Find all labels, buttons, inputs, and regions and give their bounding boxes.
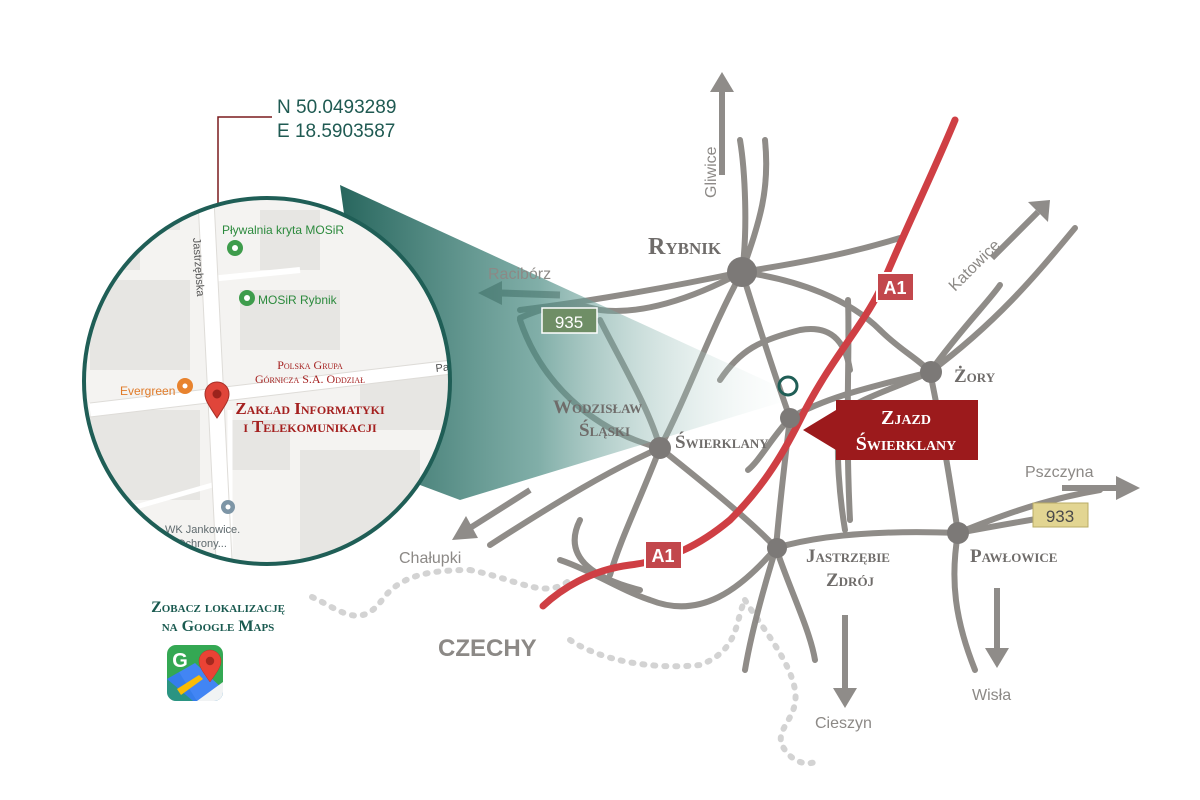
svg-text:935: 935 (555, 313, 583, 332)
zoom-beam (340, 185, 782, 500)
city-dots (649, 257, 969, 558)
city-label-wodzislaw-2: Śląski (579, 419, 630, 441)
google-maps-icon-letter: G (172, 650, 188, 672)
exit-callout-line2: Świerklany (856, 431, 957, 455)
inset-poi-left-partial: lej (140, 208, 151, 220)
svg-text:933: 933 (1046, 507, 1074, 526)
inset-pin-info-top (166, 201, 180, 215)
inset-pin-restaurant (177, 378, 193, 394)
google-maps-link[interactable]: Zobacz lokalizację na Google Maps (118, 598, 318, 636)
inset-main-location-pin (204, 381, 230, 419)
location-ring (777, 375, 799, 397)
city-dot-pawlowice (947, 522, 969, 544)
city-label-jastrzebie-1: Jastrzębie (806, 546, 890, 567)
google-maps-link-line2: na Google Maps (161, 618, 275, 635)
inset-pin-pool (227, 240, 243, 256)
city-dot-zory (920, 361, 942, 383)
direction-label-raciborz: Racibórz (488, 266, 551, 283)
city-label-wodzislaw-1: Wodzisław (553, 397, 642, 418)
inset-street-jastrzebska: Jastrzębska (190, 237, 206, 297)
city-label-pawlowice: Pawłowice (970, 546, 1057, 567)
inset-poi-bottom-partial-1: WK Jankowice. (165, 524, 240, 536)
direction-label-katowice: Katowice (946, 237, 1004, 295)
coordinate-longitude: E 18.5903587 (277, 121, 396, 142)
svg-text:A1: A1 (651, 546, 674, 566)
inset-company-line1: Polska Grupa (277, 358, 343, 372)
city-labels: Rybnik Żory Wodzisław Śląski Świerklany … (553, 234, 1057, 591)
a1-shield-top: A1 (876, 272, 915, 302)
direction-label-wisla: Wisła (972, 687, 1011, 704)
a1-highway (539, 116, 959, 610)
city-dot-swierklany (780, 408, 800, 428)
inset-pin-mosir (239, 290, 255, 306)
city-label-zory: Żory (954, 366, 996, 387)
road-933-shield: 933 (1032, 502, 1089, 528)
exit-callout-line1: Zjazd (881, 407, 931, 429)
direction-label-cieszyn: Cieszyn (815, 715, 872, 732)
city-label-swierklany: Świerklany (675, 431, 769, 453)
inset-company-line2: Górnicza S.A. Oddział (255, 372, 365, 386)
inset-company-line4: i Telekomunikacji (243, 417, 377, 436)
road-935-shield: 935 (541, 307, 598, 334)
google-maps-link-line1: Zobacz lokalizację (151, 599, 285, 616)
inset-poi-restaurant: Evergreen (120, 384, 175, 398)
country-label: CZECHY (438, 635, 537, 662)
direction-label-chalupki: Chałupki (399, 550, 461, 567)
inset-map-frame (82, 196, 452, 566)
direction-label-pszczyna: Pszczyna (1025, 464, 1094, 481)
city-label-rybnik: Rybnik (648, 234, 722, 260)
inset-company-line3: Zakład Informatyki (235, 399, 385, 418)
city-dot-wodzislaw (649, 437, 671, 459)
google-maps-icon[interactable]: G (167, 645, 223, 701)
exit-callout: Zjazd Świerklany (803, 400, 978, 460)
city-dot-rybnik (727, 257, 757, 287)
city-dot-jastrzebie (767, 538, 787, 558)
inset-poi-top-partial: KOWITOŚCI (200, 178, 263, 191)
inset-street-patriot: Patriot (435, 359, 468, 375)
inset-poi-pool: Pływalnia kryta MOSiR (222, 223, 344, 237)
inset-poi-mosir: MOSiR Rybnik (258, 293, 338, 307)
direction-label-gliwice: Gliwice (703, 146, 720, 198)
a1-shield-bottom: A1 (644, 540, 683, 570)
coordinates: N 50.0493289 E 18.5903587 (277, 96, 396, 144)
city-label-jastrzebie-2: Zdrój (826, 570, 875, 591)
inset-pin-info-bottom (221, 500, 235, 514)
country-border (309, 567, 823, 767)
coordinate-latitude: N 50.0493289 (277, 97, 397, 118)
svg-text:A1: A1 (883, 278, 906, 298)
